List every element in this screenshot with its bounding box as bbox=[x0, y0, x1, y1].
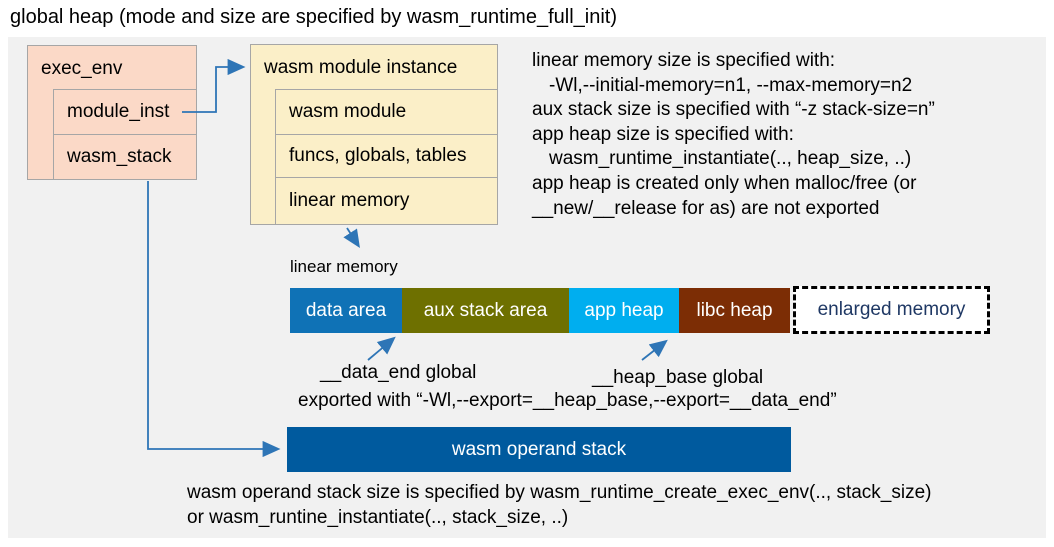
note-line: wasm_runtime_instantiate(.., heap_size, … bbox=[549, 148, 912, 170]
module-instance-title: wasm module instance bbox=[264, 57, 458, 78]
module-instance-row-funcs-globals-tables: funcs, globals, tables bbox=[275, 134, 498, 178]
wasm-operand-stack-bar: wasm operand stack bbox=[287, 427, 791, 472]
segment-data-area: data area bbox=[290, 288, 402, 333]
heap-base-global-label: __heap_base global bbox=[592, 367, 764, 388]
segment-app-heap: app heap bbox=[569, 288, 679, 333]
note-line: linear memory size is specified with: bbox=[532, 50, 836, 71]
operand-stack-notes: wasm operand stack size is specified by … bbox=[187, 481, 932, 530]
note-line: wasm operand stack size is specified by … bbox=[187, 482, 932, 503]
note-line: app heap size is specified with: bbox=[532, 123, 794, 145]
linear-memory-notes: linear memory size is specified with: -W… bbox=[532, 49, 1046, 221]
note-line: aux stack size is specified with “-z sta… bbox=[532, 99, 935, 121]
exec-env-row-module-inst: module_inst bbox=[53, 89, 197, 135]
note-line: or wasm_runtine_instantiate(.., stack_si… bbox=[187, 506, 569, 528]
exec-env-row-wasm-stack: wasm_stack bbox=[53, 134, 197, 180]
linear-memory-label: linear memory bbox=[290, 257, 398, 276]
segment-aux-stack-area: aux stack area bbox=[402, 288, 569, 333]
segment-libc-heap: libc heap bbox=[679, 288, 790, 333]
note-line: app heap is created only when malloc/fre… bbox=[532, 172, 917, 194]
exported-with-label: exported with “-Wl,--export=__heap_base,… bbox=[298, 390, 837, 411]
module-instance-row-linear-memory: linear memory bbox=[275, 177, 498, 225]
note-line: -Wl,--initial-memory=n1, --max-memory=n2 bbox=[549, 74, 913, 96]
exec-env-title: exec_env bbox=[41, 57, 123, 79]
note-line: __new/__release for as) are not exported bbox=[532, 197, 880, 219]
segment-enlarged-memory: enlarged memory bbox=[793, 286, 990, 334]
module-instance-row-wasm-module: wasm module bbox=[275, 89, 498, 135]
data-end-global-label: __data_end global bbox=[320, 362, 477, 383]
diagram-title: global heap (mode and size are specified… bbox=[10, 6, 617, 28]
